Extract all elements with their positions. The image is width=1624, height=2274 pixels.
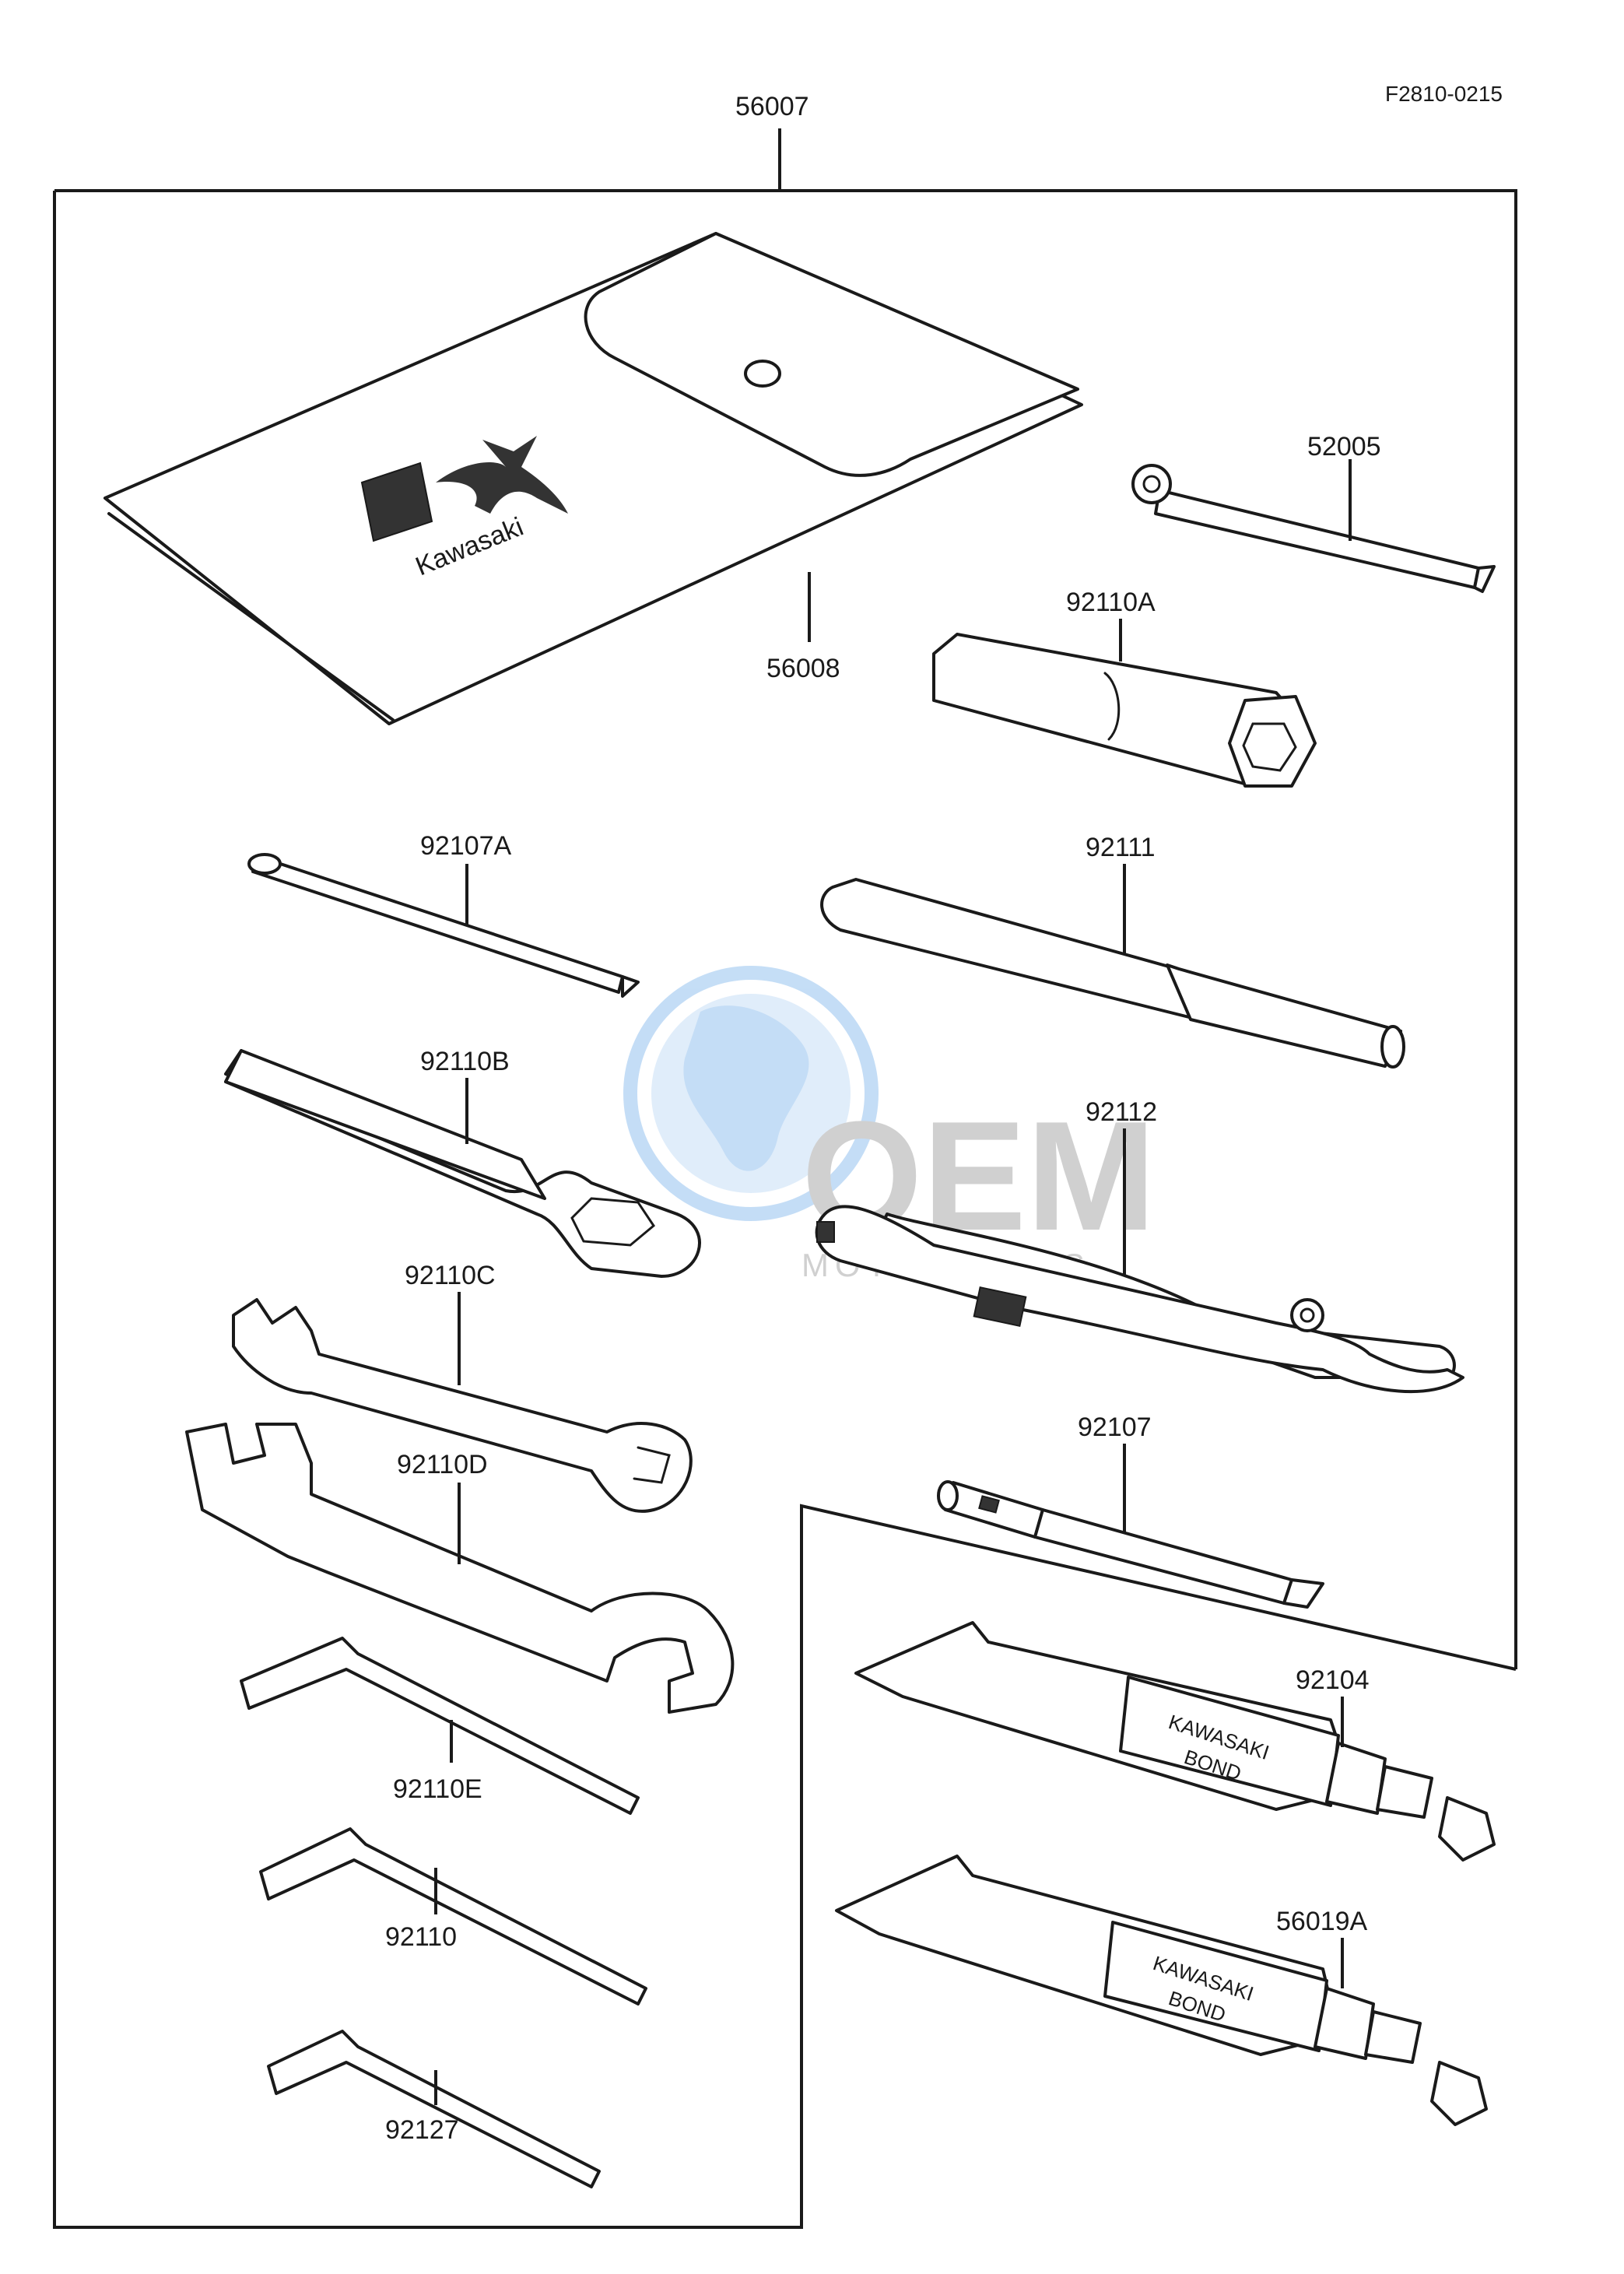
part-56008-pouch[interactable]: Kawasaki 56008 xyxy=(103,232,1083,725)
part-92110A-plug-wrench[interactable]: 92110A xyxy=(932,588,1317,788)
label-92110: 92110 xyxy=(385,1922,457,1952)
part-52005-driver[interactable]: 52005 xyxy=(1131,432,1496,593)
part-92110D-wrench[interactable]: 92110D xyxy=(185,1423,735,1714)
part-92112-pliers[interactable]: 92112 xyxy=(815,1097,1464,1394)
label-92107: 92107 xyxy=(1078,1412,1152,1442)
label-92107A: 92107A xyxy=(420,831,512,861)
label-92110D: 92110D xyxy=(397,1450,488,1479)
part-92110C-wrench[interactable]: 92110C xyxy=(232,1261,693,1513)
label-52005: 52005 xyxy=(1307,432,1381,461)
label-92111: 92111 xyxy=(1086,833,1156,862)
kit-bracket: 56007 xyxy=(53,92,1517,2229)
label-92110C: 92110C xyxy=(405,1261,496,1290)
part-92107-screwdriver[interactable]: 92107 xyxy=(937,1412,1324,1609)
part-92111-handle[interactable]: 92111 xyxy=(820,833,1405,1069)
part-92104-bond-tube[interactable]: KAWASAKI BOND 92104 xyxy=(854,1621,1496,1862)
label-56008: 56008 xyxy=(766,654,840,683)
kit-label: 56007 xyxy=(735,92,809,121)
label-92104: 92104 xyxy=(1296,1665,1370,1695)
part-92110-hex-key[interactable]: 92110 xyxy=(259,1827,647,2006)
label-92110E: 92110E xyxy=(393,1774,482,1804)
part-92110B-box-wrench[interactable]: 92110B xyxy=(224,1047,701,1278)
label-56019A: 56019A xyxy=(1276,1907,1368,1936)
label-92112: 92112 xyxy=(1086,1097,1157,1127)
label-92110A: 92110A xyxy=(1066,588,1156,617)
globe-icon xyxy=(623,966,879,1221)
label-92110B: 92110B xyxy=(420,1047,510,1076)
part-92107A-screwdriver[interactable]: 92107A xyxy=(247,831,640,998)
label-92127: 92127 xyxy=(385,2115,459,2145)
figure-code: F2810-0215 xyxy=(1385,82,1503,106)
part-92110E-hex-key[interactable]: 92110E xyxy=(240,1637,640,1815)
part-56019A-bond-tube[interactable]: KAWASAKI BOND 56019A xyxy=(835,1855,1488,2126)
part-92127-hex-key[interactable]: 92127 xyxy=(267,2030,601,2188)
